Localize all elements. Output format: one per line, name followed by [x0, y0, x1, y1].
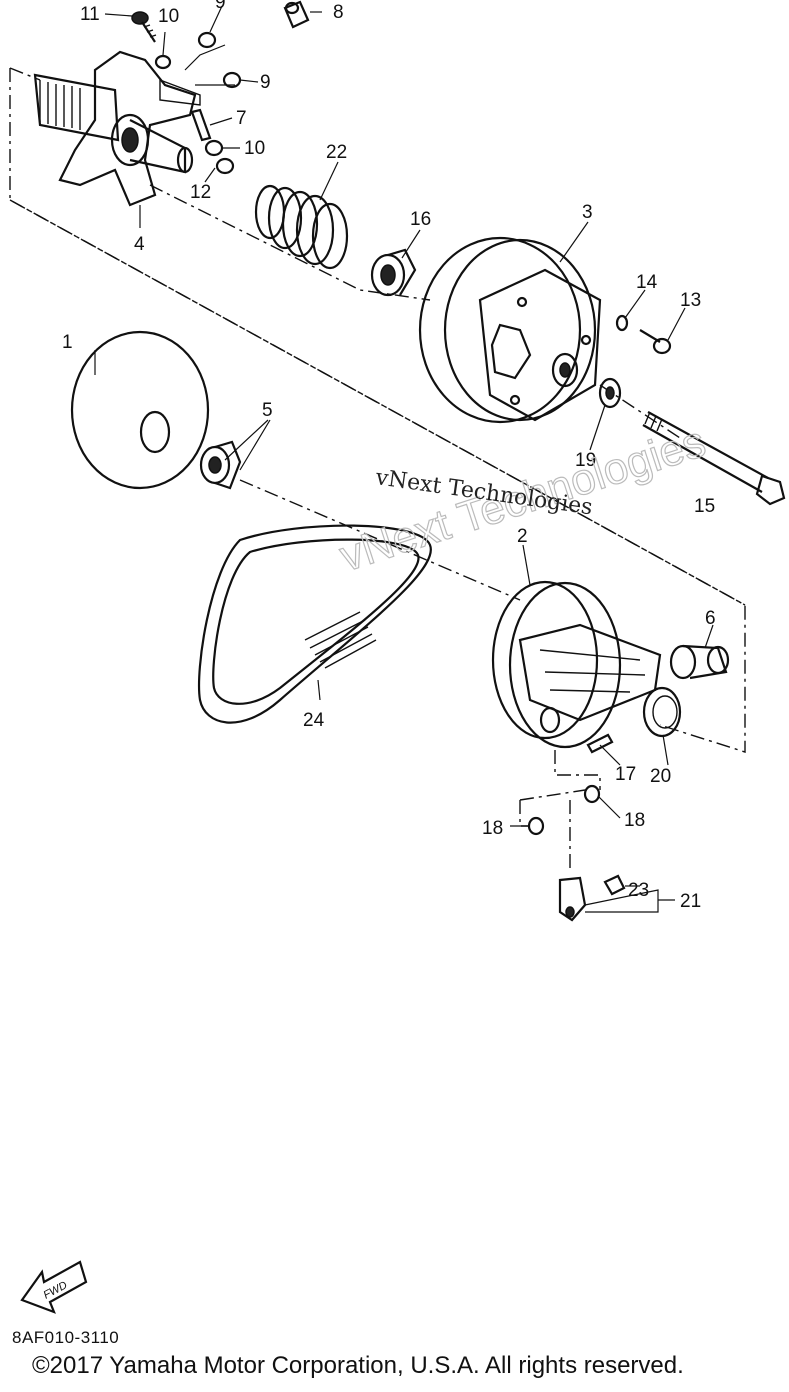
callout-15: 15	[694, 496, 715, 517]
part-17-pin	[586, 733, 614, 754]
callout-9: 9	[215, 0, 226, 13]
callout-18-right: 18	[624, 810, 645, 831]
part-5-bearing	[199, 440, 242, 490]
callout-8: 8	[333, 2, 344, 23]
callout-10: 10	[158, 6, 179, 27]
part-19-washer	[598, 377, 622, 409]
callout-4: 4	[134, 234, 145, 255]
part-11-bolt	[131, 11, 157, 43]
callout-11: 11	[80, 4, 100, 25]
copyright-notice: ©2017 Yamaha Motor Corporation, U.S.A. A…	[32, 1352, 684, 1379]
callout-1: 1	[62, 332, 73, 353]
callout-18-left: 18	[482, 818, 503, 839]
part-23-spring	[254, 184, 349, 270]
part-21-ramp	[558, 876, 587, 922]
part-24-drive-belt	[197, 524, 432, 724]
callout-20: 20	[650, 766, 671, 787]
assembly-outline	[9, 67, 746, 753]
callout-3: 3	[582, 202, 593, 223]
callout-17: 17	[615, 764, 636, 785]
part-8-pin	[283, 0, 310, 29]
callout-16: 16	[410, 209, 431, 230]
callout-6: 6	[705, 608, 716, 629]
callout-9-lower: 9	[260, 72, 271, 93]
callout-24: 24	[303, 710, 325, 731]
part-13-bolt	[639, 329, 672, 355]
part-18-nuts	[519, 750, 601, 870]
part-6-sleeve	[669, 644, 730, 680]
part-20-seal	[642, 686, 682, 738]
callout-5: 5	[262, 400, 273, 421]
part-4-fixed-sheave-hub	[33, 50, 201, 207]
drawing-code: 8AF010-3110	[12, 1328, 120, 1347]
part-2-secondary-sheave	[491, 580, 662, 749]
small-nuts	[154, 31, 242, 175]
callout-12: 12	[190, 182, 211, 203]
leader-lines	[94, 5, 714, 913]
callout-13: 13	[680, 290, 701, 311]
callout-7: 7	[236, 108, 247, 129]
callout-19: 19	[575, 450, 596, 471]
callout-labels: 11 10 9 8 9 7 10 12 4 22 16 3 14 13 1 5 …	[62, 0, 716, 912]
part-1-fixed-sheave	[70, 330, 210, 490]
callout-14: 14	[636, 272, 658, 293]
part-16-bushing	[370, 248, 417, 297]
part-7-pin	[190, 108, 212, 142]
callout-2: 2	[517, 526, 528, 547]
callout-22: 23	[628, 880, 649, 901]
part-15-long-bolt	[642, 411, 786, 506]
part-14-washer	[615, 314, 629, 332]
fwd-arrow-badge: FWD	[20, 1260, 88, 1314]
part-3-movable-sheave	[418, 236, 602, 424]
callout-21: 21	[680, 891, 701, 912]
callout-23: 22	[326, 142, 347, 163]
callout-10-lower: 10	[244, 138, 265, 159]
part-22-shoe	[603, 874, 626, 896]
